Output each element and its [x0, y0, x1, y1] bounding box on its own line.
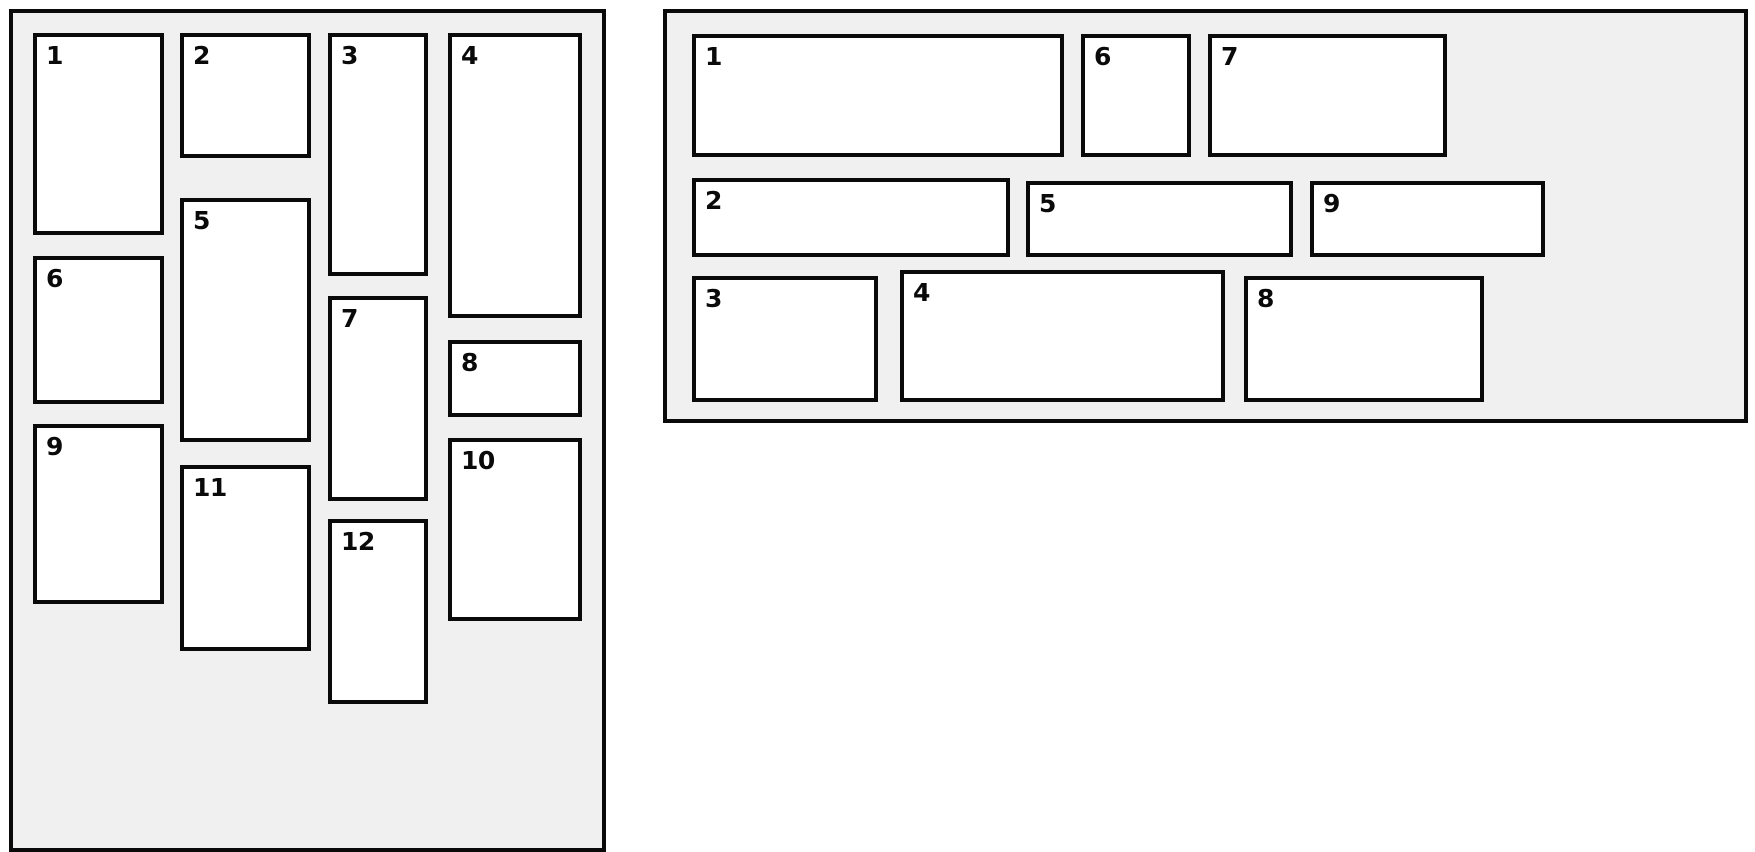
- region-label: 11: [193, 473, 227, 502]
- region-box-3[interactable]: 3: [328, 33, 428, 276]
- region-box-3[interactable]: 3: [692, 276, 878, 402]
- region-label: 3: [705, 284, 722, 313]
- region-label: 1: [46, 41, 63, 70]
- region-box-4[interactable]: 4: [900, 270, 1225, 402]
- region-box-8[interactable]: 8: [1244, 276, 1484, 402]
- region-label: 8: [1257, 284, 1274, 313]
- region-box-11[interactable]: 11: [180, 465, 311, 651]
- region-label: 5: [193, 206, 210, 235]
- region-label: 6: [1094, 42, 1111, 71]
- region-box-4[interactable]: 4: [448, 33, 582, 318]
- region-label: 7: [1221, 42, 1238, 71]
- region-label: 3: [341, 41, 358, 70]
- right-panel: 1 6 7 2 5 9 3 4 8: [663, 9, 1748, 423]
- region-label: 1: [705, 42, 722, 71]
- region-label: 6: [46, 264, 63, 293]
- region-label: 10: [461, 446, 495, 475]
- region-box-5[interactable]: 5: [180, 198, 311, 442]
- region-label: 2: [705, 186, 722, 215]
- region-box-10[interactable]: 10: [448, 438, 582, 621]
- region-box-6[interactable]: 6: [33, 256, 164, 404]
- region-label: 12: [341, 527, 375, 556]
- region-label: 5: [1039, 189, 1056, 218]
- region-box-9[interactable]: 9: [1310, 181, 1545, 257]
- region-box-6[interactable]: 6: [1081, 34, 1191, 157]
- region-label: 4: [913, 278, 930, 307]
- region-label: 9: [46, 432, 63, 461]
- region-box-12[interactable]: 12: [328, 519, 428, 704]
- region-box-5[interactable]: 5: [1026, 181, 1293, 257]
- region-label: 4: [461, 41, 478, 70]
- region-box-2[interactable]: 2: [692, 178, 1010, 257]
- region-box-1[interactable]: 1: [33, 33, 164, 235]
- region-box-9[interactable]: 9: [33, 424, 164, 604]
- region-label: 7: [341, 304, 358, 333]
- region-label: 9: [1323, 189, 1340, 218]
- region-box-2[interactable]: 2: [180, 33, 311, 158]
- region-box-7[interactable]: 7: [1208, 34, 1447, 157]
- region-label: 8: [461, 348, 478, 377]
- region-box-7[interactable]: 7: [328, 296, 428, 501]
- region-box-1[interactable]: 1: [692, 34, 1064, 157]
- region-label: 2: [193, 41, 210, 70]
- region-box-8[interactable]: 8: [448, 340, 582, 417]
